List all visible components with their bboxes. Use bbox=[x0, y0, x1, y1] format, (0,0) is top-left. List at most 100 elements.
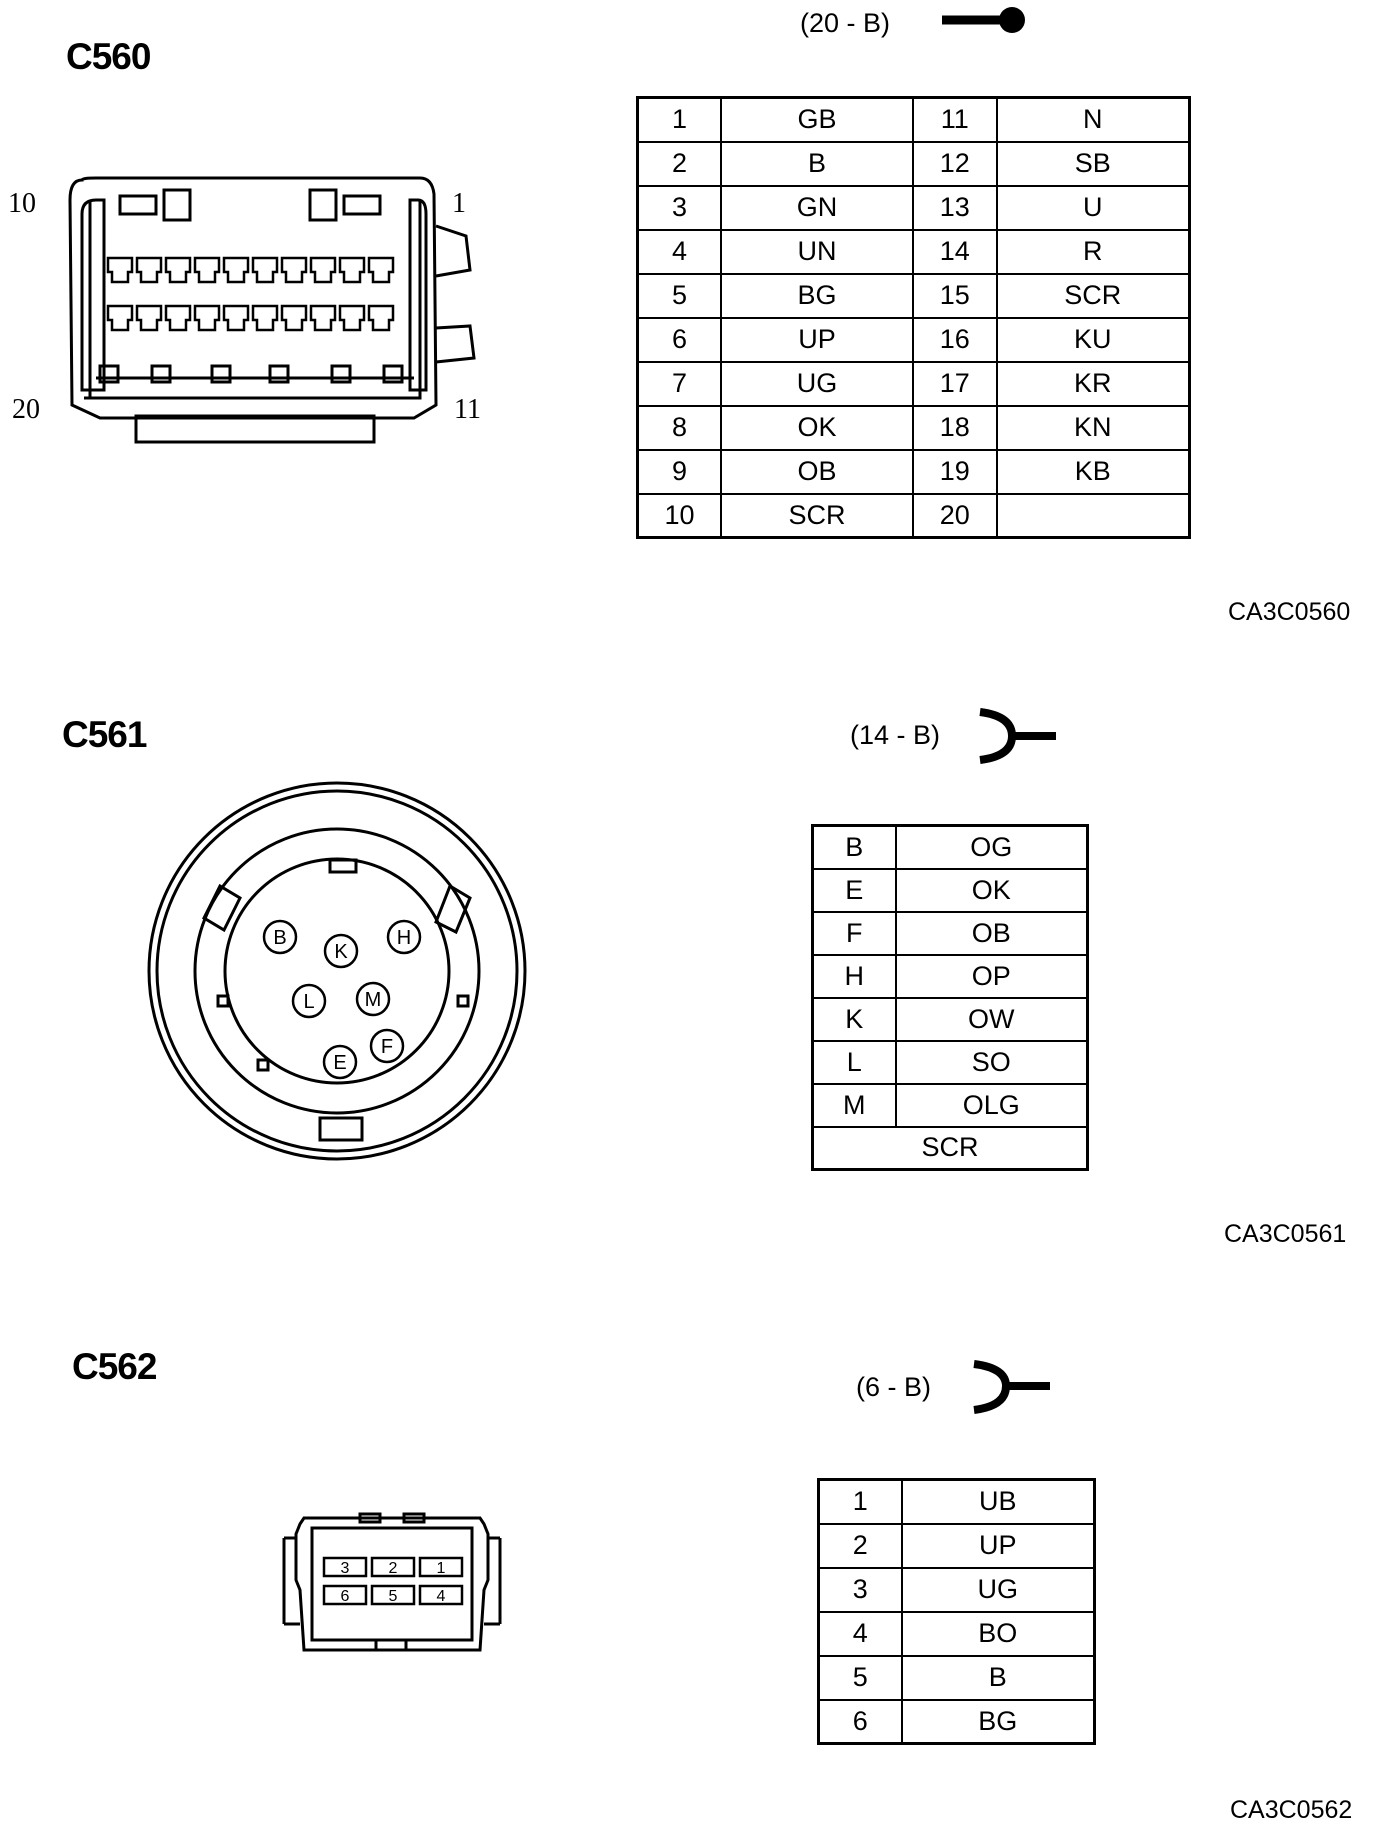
wire-color: KR bbox=[995, 360, 1191, 407]
table-row: 2 UP bbox=[817, 1522, 1096, 1569]
pin-number: 13 bbox=[911, 184, 998, 231]
pin-number: 18 bbox=[911, 404, 998, 451]
wire-color: UP bbox=[900, 1522, 1096, 1569]
pin-number: 9 bbox=[636, 448, 723, 495]
wire-color: SCR bbox=[720, 492, 914, 539]
c562-face-pin-3: 3 bbox=[341, 1560, 350, 1577]
wire-color: B bbox=[720, 140, 914, 187]
c561-face-pin-m: M bbox=[365, 989, 382, 1011]
c561-face-pin-l: L bbox=[303, 991, 314, 1013]
pin-number: 4 bbox=[817, 1610, 903, 1657]
table-row: 3 UG bbox=[817, 1566, 1096, 1613]
wire-color: UP bbox=[720, 316, 914, 363]
wire-color: N bbox=[995, 96, 1191, 143]
wire-color: BO bbox=[900, 1610, 1096, 1657]
c561-face-pin-f: F bbox=[381, 1036, 393, 1058]
wire-color: UB bbox=[900, 1478, 1096, 1525]
wire-color: KB bbox=[995, 448, 1191, 495]
wire-color: UG bbox=[720, 360, 914, 407]
pin-number: 12 bbox=[911, 140, 998, 187]
pin-number: 16 bbox=[911, 316, 998, 363]
pin-number: 7 bbox=[636, 360, 723, 407]
wire-color: SO bbox=[894, 1039, 1089, 1085]
c562-diagram-code: CA3C0562 bbox=[1230, 1796, 1353, 1824]
pin-number: 2 bbox=[636, 140, 723, 187]
pin-number: 11 bbox=[911, 96, 998, 143]
wire-color: U bbox=[995, 184, 1191, 231]
table-row: F OB bbox=[811, 910, 1089, 956]
c560-cavity-row-lower bbox=[106, 304, 395, 332]
table-row: M OLG bbox=[811, 1082, 1089, 1128]
c561-face-pin-b: B bbox=[273, 927, 286, 949]
wire-color: OK bbox=[894, 867, 1089, 913]
wire-color: OW bbox=[894, 996, 1089, 1042]
wire-color: UN bbox=[720, 228, 914, 275]
wire-color: UG bbox=[900, 1566, 1096, 1613]
wire-color: OK bbox=[720, 404, 914, 451]
c561-pin-table: B OG E OK F OB H OP K OW L SO M OLG SCR bbox=[811, 824, 1089, 1171]
table-row: 5 B bbox=[817, 1654, 1096, 1701]
wire-color: GN bbox=[720, 184, 914, 231]
wire-color: OB bbox=[894, 910, 1089, 956]
pin-letter: F bbox=[811, 910, 897, 956]
c560-pin-label-1: 1 bbox=[452, 188, 466, 219]
pin-letter: L bbox=[811, 1039, 897, 1085]
table-row: 1 GB 11 N bbox=[636, 96, 1191, 143]
c562-connector-face bbox=[282, 1512, 502, 1652]
pin-number: 3 bbox=[817, 1566, 903, 1613]
c561-diagram-code: CA3C0561 bbox=[1224, 1220, 1347, 1248]
table-row: SCR bbox=[811, 1125, 1089, 1171]
table-row: 10 SCR 20 bbox=[636, 492, 1191, 539]
c561-connector-face bbox=[147, 781, 527, 1161]
table-row: 7 UG 17 KR bbox=[636, 360, 1191, 407]
table-row: 2 B 12 SB bbox=[636, 140, 1191, 187]
c562-spec: (6 - B) bbox=[856, 1372, 932, 1402]
c562-face-pin-6: 6 bbox=[341, 1588, 350, 1605]
c560-terminal-cavities bbox=[106, 256, 395, 332]
table-row: 4 BO bbox=[817, 1610, 1096, 1657]
wire-color: OB bbox=[720, 448, 914, 495]
pin-number: 8 bbox=[636, 404, 723, 451]
c562-face-pin-2: 2 bbox=[389, 1560, 398, 1577]
wire-color: OLG bbox=[894, 1082, 1089, 1128]
c560-cavity-row-upper bbox=[106, 256, 395, 284]
pin-letter: K bbox=[811, 996, 897, 1042]
c560-title: C560 bbox=[66, 36, 151, 77]
table-row: 4 UN 14 R bbox=[636, 228, 1191, 275]
c562-face-pin-4: 4 bbox=[437, 1588, 446, 1605]
pin-number: 1 bbox=[817, 1478, 903, 1525]
table-row: L SO bbox=[811, 1039, 1089, 1085]
c561-face-pin-h: H bbox=[397, 927, 411, 949]
c560-pin-table: 1 GB 11 N 2 B 12 SB 3 GN 13 U 4 UN 14 R … bbox=[636, 96, 1191, 539]
pin-letter: E bbox=[811, 867, 897, 913]
pin-number: 6 bbox=[636, 316, 723, 363]
c560-pin-label-10: 10 bbox=[8, 188, 36, 219]
c562-title: C562 bbox=[72, 1346, 157, 1387]
wire-color: GB bbox=[720, 96, 914, 143]
table-row: 6 UP 16 KU bbox=[636, 316, 1191, 363]
table-row: K OW bbox=[811, 996, 1089, 1042]
pin-number: 5 bbox=[636, 272, 723, 319]
table-row: E OK bbox=[811, 867, 1089, 913]
c561-face-pins: B K H L M E F bbox=[262, 919, 422, 1080]
pin-number: 5 bbox=[817, 1654, 903, 1701]
c561-face-pin-k: K bbox=[334, 941, 348, 963]
wire-color: OG bbox=[894, 824, 1089, 870]
c560-connector-face bbox=[68, 176, 476, 444]
screen-label: SCR bbox=[811, 1125, 1089, 1171]
table-row: 1 UB bbox=[817, 1478, 1096, 1525]
pin-letter: H bbox=[811, 953, 897, 999]
c561-face-pin-e: E bbox=[333, 1052, 346, 1074]
c560-diagram-code: CA3C0560 bbox=[1228, 598, 1351, 626]
c562-face-pins: 3 2 1 6 5 4 bbox=[322, 1556, 464, 1606]
c561-title: C561 bbox=[62, 714, 147, 755]
pin-number: 17 bbox=[911, 360, 998, 407]
pin-number: 1 bbox=[636, 96, 723, 143]
wire-color: OP bbox=[894, 953, 1089, 999]
c562-pin-table: 1 UB 2 UP 3 UG 4 BO 5 B 6 BG bbox=[817, 1478, 1096, 1745]
pin-number: 6 bbox=[817, 1698, 903, 1745]
wire-color: SB bbox=[995, 140, 1191, 187]
pin-number: 19 bbox=[911, 448, 998, 495]
c560-pin-label-11: 11 bbox=[454, 394, 481, 425]
table-row: 6 BG bbox=[817, 1698, 1096, 1745]
